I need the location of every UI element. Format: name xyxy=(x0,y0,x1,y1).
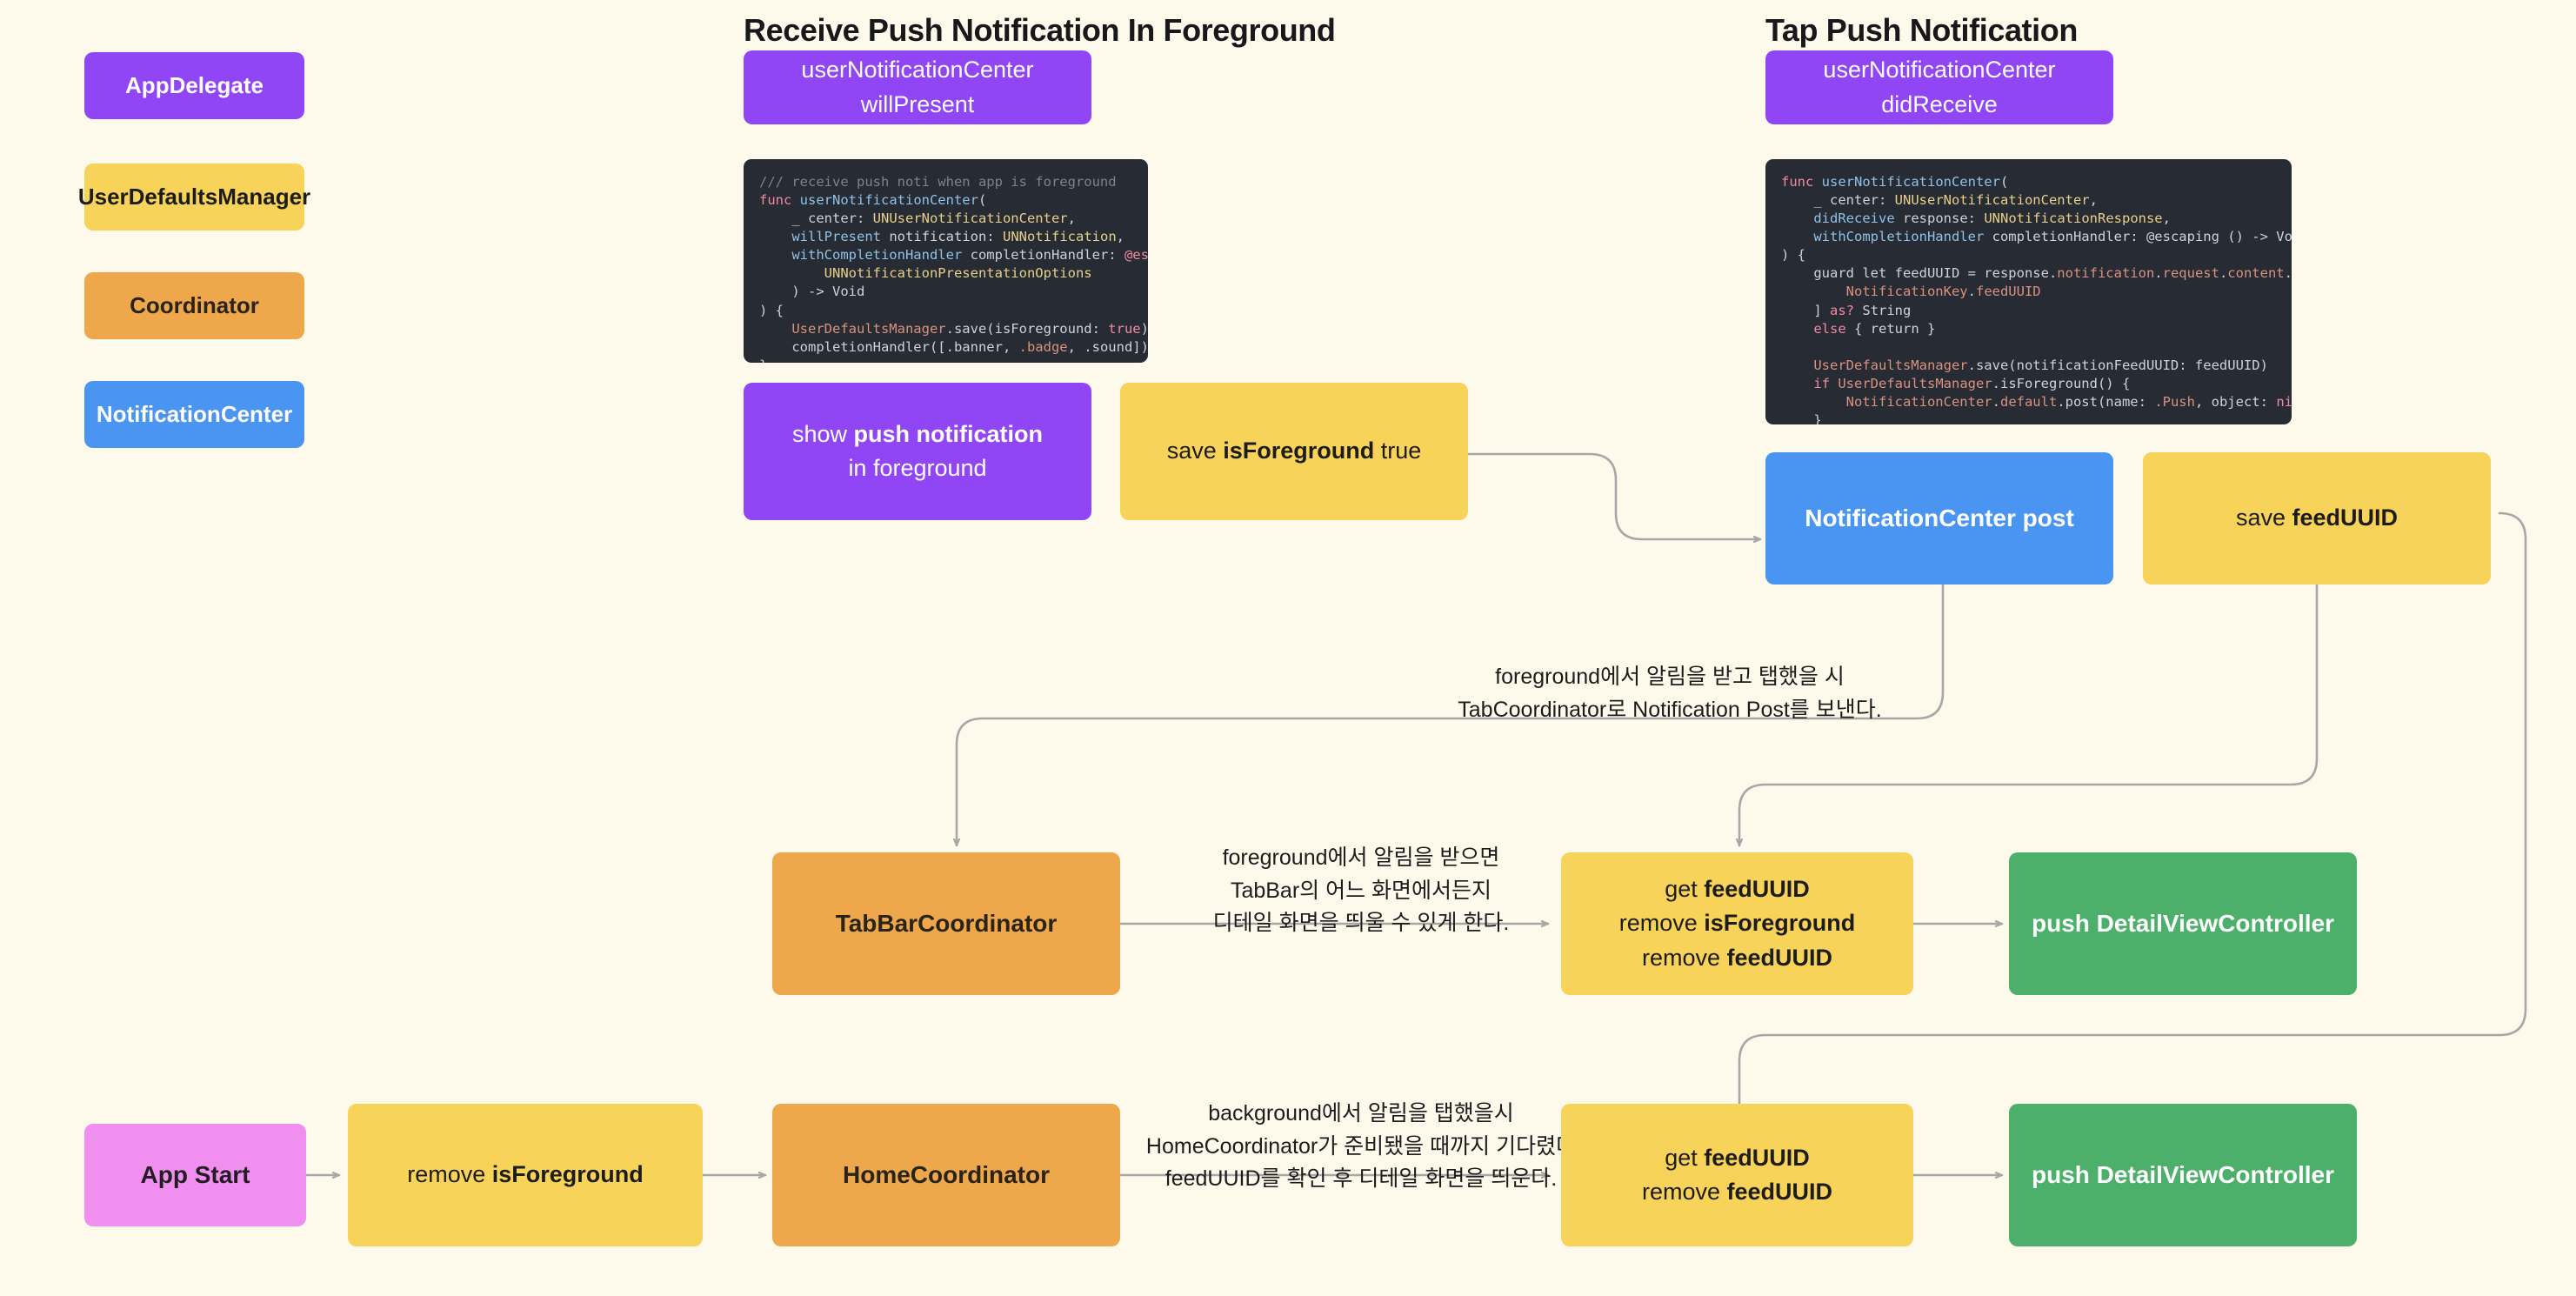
node-label: remove isForeground xyxy=(407,1161,644,1188)
node-push-detailviewcontroller-foreground: push DetailViewController xyxy=(2009,852,2357,995)
node-line-2: remove feedUUID xyxy=(1641,1179,1833,1205)
note-background-detail: background에서 알림을 탭했을시 HomeCoordinator가 준… xyxy=(1145,1101,1577,1191)
code-block-didreceive: func userNotificationCenter( _ center: U… xyxy=(1765,159,2292,424)
header-line-1: userNotificationCenter xyxy=(801,57,1034,84)
section-title-foreground: Receive Push Notification In Foreground xyxy=(744,12,1336,48)
note-tabbar-detail: foreground에서 알림을 받으면 TabBar의 어느 화면에서든지 디… xyxy=(1212,845,1510,935)
legend-item-coordinator: Coordinator xyxy=(84,272,304,339)
legend-label: UserDefaultsManager xyxy=(77,183,311,210)
node-label: save isForeground true xyxy=(1166,438,1422,464)
node-show-push-notification: show push notification in foreground xyxy=(744,383,1091,520)
legend-item-notificationcenter: NotificationCenter xyxy=(84,381,304,448)
header-line-2: willPresent xyxy=(860,90,975,117)
node-label: NotificationCenter post xyxy=(1805,504,2074,531)
wire-save-feeduuid-to-get-feeduuid-bg xyxy=(1739,511,2527,1115)
node-label: save feedUUID xyxy=(2235,504,2399,531)
node-label: push DetailViewController xyxy=(2032,909,2334,937)
section-title-tap: Tap Push Notification xyxy=(1765,12,2078,48)
node-label: App Start xyxy=(140,1160,250,1188)
node-line-2: in foreground xyxy=(848,455,987,481)
node-push-detailviewcontroller-background: push DetailViewController xyxy=(2009,1104,2357,1246)
node-tabbar-coordinator: TabBarCoordinator xyxy=(772,852,1120,995)
header-node-willpresent: userNotificationCenter willPresent xyxy=(744,50,1091,124)
node-line-3: remove feedUUID xyxy=(1641,944,1833,971)
node-label: push DetailViewController xyxy=(2032,1160,2334,1188)
node-notificationcenter-post: NotificationCenter post xyxy=(1765,452,2113,585)
legend-label: Coordinator xyxy=(130,291,259,318)
node-get-feeduuid-foreground: get feedUUID remove isForeground remove … xyxy=(1561,852,1913,995)
node-line-1: show push notification xyxy=(791,420,1044,447)
node-save-feeduuid: save feedUUID xyxy=(2143,452,2491,585)
node-line-2: remove isForeground xyxy=(1618,910,1856,937)
node-label: HomeCoordinator xyxy=(843,1160,1050,1188)
legend-item-userdefaultsmanager: UserDefaultsManager xyxy=(78,164,310,230)
node-label: TabBarCoordinator xyxy=(835,909,1058,937)
code-block-willpresent: /// receive push noti when app is foregr… xyxy=(744,159,1148,363)
wire-save-fg-to-nc-post xyxy=(1466,452,1762,539)
node-remove-isforeground: remove isForeground xyxy=(348,1104,703,1246)
node-home-coordinator: HomeCoordinator xyxy=(772,1104,1120,1246)
node-line-1: get feedUUID xyxy=(1665,1144,1810,1171)
note-post-to-tabcoordinator: foreground에서 알림을 받고 탭했을 시 TabCoordinator… xyxy=(1458,665,1882,722)
header-line-2: didReceive xyxy=(1881,90,1998,117)
node-get-feeduuid-background: get feedUUID remove feedUUID xyxy=(1561,1104,1913,1246)
legend-label: AppDelegate xyxy=(125,71,264,98)
legend-label: NotificationCenter xyxy=(96,400,293,427)
node-app-start: App Start xyxy=(84,1124,306,1226)
node-save-isforeground-true: save isForeground true xyxy=(1120,383,1468,520)
header-line-1: userNotificationCenter xyxy=(1823,57,2056,84)
header-node-didreceive: userNotificationCenter didReceive xyxy=(1765,50,2113,124)
legend-item-appdelegate: AppDelegate xyxy=(84,52,304,119)
node-line-1: get feedUUID xyxy=(1665,876,1810,903)
